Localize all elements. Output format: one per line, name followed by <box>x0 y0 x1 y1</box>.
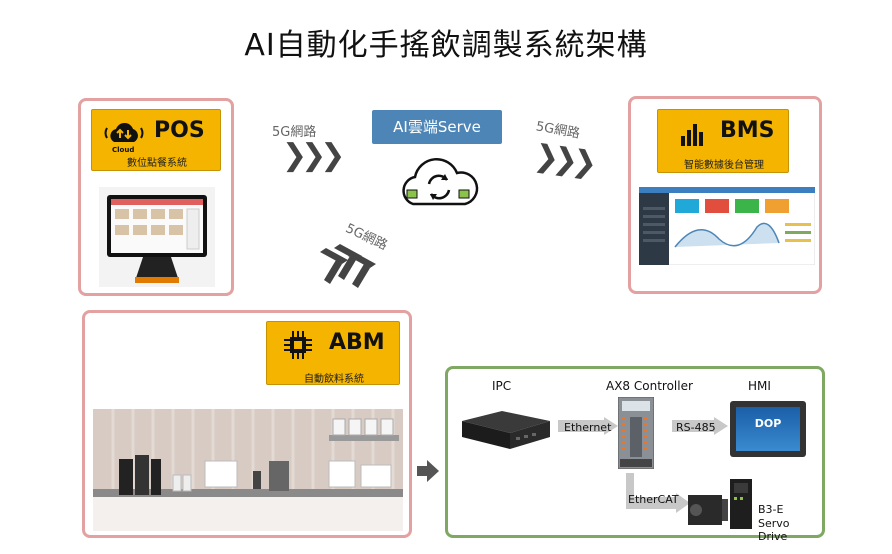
rs485-label: RS-485 <box>676 421 716 434</box>
network-label-right: 5G網路 <box>534 119 581 142</box>
servo-drive-label-2: Servo Drive <box>758 517 790 543</box>
arrow-right-icon <box>417 460 439 482</box>
ipc-label: IPC <box>492 379 512 393</box>
abm-panel: ABM 自動飲料系統 <box>82 310 412 538</box>
ai-cloud-server: AI雲端Serve <box>372 110 502 144</box>
pos-terminal-image <box>99 187 215 287</box>
pos-badge: Cloud POS 數位點餐系統 <box>91 109 221 171</box>
page-title: AI自動化手搖飲調製系統架構 <box>244 28 648 63</box>
bar-chart-icon <box>681 124 703 146</box>
bms-subtitle: 智能數據後台管理 <box>684 160 764 171</box>
rs485-arrow-icon <box>672 417 728 435</box>
ipc-device-image <box>462 411 550 449</box>
bms-name: BMS <box>720 118 775 143</box>
bms-dashboard-image <box>639 187 815 265</box>
cloud-label: Cloud <box>112 146 135 154</box>
ethernet-arrow-icon <box>558 417 618 435</box>
hardware-panel: IPC AX8 Controller HMI Ethernet RS-485 D… <box>445 366 825 543</box>
hmi-device-image: DOP <box>730 401 806 457</box>
hmi-screen-text: DOP <box>754 417 782 430</box>
servo-motor-image <box>688 479 752 529</box>
bms-panel: BMS 智能數據後台管理 <box>628 96 822 294</box>
pos-subtitle: 數位點餐系統 <box>127 158 187 169</box>
chevrons-right-icon-2: ❯❯❯ <box>531 138 594 181</box>
abm-machine-image <box>93 409 403 531</box>
abm-badge: ABM 自動飲料系統 <box>266 321 400 385</box>
ethercat-label: EtherCAT <box>628 493 679 506</box>
chip-icon <box>284 331 312 359</box>
pos-name: POS <box>154 118 205 143</box>
chevrons-right-icon: ❯❯❯ <box>282 138 345 173</box>
controller-label: AX8 Controller <box>606 379 693 393</box>
hmi-label: HMI <box>748 379 771 393</box>
cloud-sync-icon <box>402 157 479 206</box>
servo-drive-label-1: B3-E <box>758 503 784 516</box>
chevrons-down-left-icon <box>320 244 376 288</box>
abm-name: ABM <box>329 330 385 355</box>
ethercat-arrow-icon <box>626 473 690 513</box>
pos-panel: Cloud POS 數位點餐系統 <box>78 98 234 296</box>
bms-badge: BMS 智能數據後台管理 <box>657 109 789 173</box>
ethernet-label: Ethernet <box>564 421 612 434</box>
ax8-controller-image <box>618 397 654 469</box>
abm-subtitle: 自動飲料系統 <box>304 374 364 385</box>
cloud-icon <box>104 122 144 142</box>
network-label-left: 5G網路 <box>272 125 317 140</box>
